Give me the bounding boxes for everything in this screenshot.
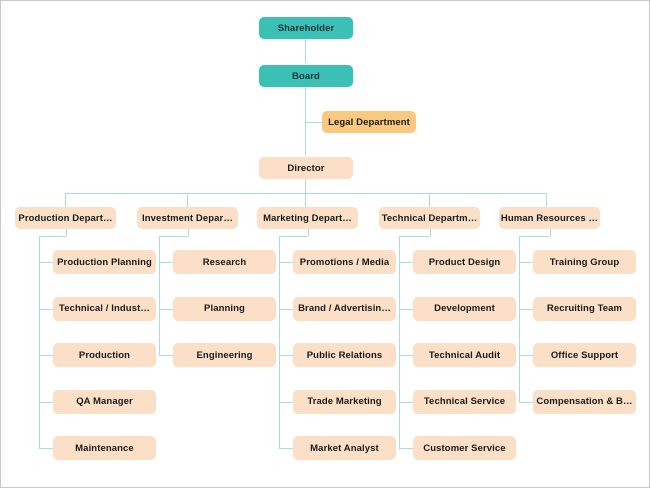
node-shareholder[interactable]: Shareholder (259, 17, 353, 39)
node-human-resources-3[interactable]: Compensation & B… (533, 389, 636, 414)
connector-marketing-stub-4 (279, 448, 293, 449)
connector-shareholder-board (305, 39, 306, 63)
node-technical-1[interactable]: Development (413, 296, 516, 321)
connector-technical-stub-4 (399, 448, 413, 449)
node-investment-1[interactable]: Planning (173, 296, 276, 321)
connector-investment-drop (187, 229, 189, 236)
connector-production-stub-4 (39, 448, 53, 449)
node-board[interactable]: Board (259, 65, 353, 87)
node-investment-0[interactable]: Research (173, 250, 276, 274)
connector-human-resources-stub-2 (519, 355, 533, 356)
connector-bus-to-technical (429, 193, 430, 207)
connector-technical-stub-2 (399, 355, 413, 356)
node-production-2[interactable]: Production (53, 343, 156, 367)
node-technical-0[interactable]: Product Design (413, 250, 516, 274)
connector-investment-stub-2 (159, 355, 173, 356)
connector-technical-spine (399, 236, 400, 448)
connector-production-stub-0 (39, 262, 53, 263)
node-investment-2[interactable]: Engineering (173, 343, 276, 367)
department-header-technical[interactable]: Technical Departm… (379, 207, 480, 229)
connector-investment-elbow (159, 236, 188, 237)
connector-investment-stub-0 (159, 262, 173, 263)
connector-bus-to-production (65, 193, 66, 207)
connector-bus-to-human-resources (546, 193, 547, 207)
connector-production-drop (65, 229, 67, 236)
connector-investment-spine (159, 236, 160, 355)
connector-marketing-stub-2 (279, 355, 293, 356)
connector-human-resources-elbow (519, 236, 550, 237)
connector-technical-elbow (399, 236, 430, 237)
connector-marketing-stub-1 (279, 308, 293, 310)
connector-investment-stub-1 (159, 308, 173, 310)
node-production-0[interactable]: Production Planning (53, 250, 156, 274)
node-marketing-0[interactable]: Promotions / Media (293, 250, 396, 274)
department-header-marketing[interactable]: Marketing Depart… (257, 207, 358, 229)
node-production-3[interactable]: QA Manager (53, 389, 156, 414)
node-technical-4[interactable]: Customer Service (413, 436, 516, 460)
node-marketing-2[interactable]: Public Relations (293, 343, 396, 367)
connector-human-resources-stub-3 (519, 401, 533, 403)
connector-technical-stub-3 (399, 401, 413, 403)
connector-human-resources-stub-0 (519, 262, 533, 263)
connector-board-down (305, 87, 306, 155)
connector-marketing-drop (307, 229, 309, 236)
node-marketing-4[interactable]: Market Analyst (293, 436, 396, 460)
node-technical-3[interactable]: Technical Service (413, 389, 516, 414)
connector-marketing-elbow (279, 236, 308, 237)
department-header-investment[interactable]: Investment Depar… (137, 207, 238, 229)
connector-director-down (305, 179, 306, 193)
connector-human-resources-spine (519, 236, 520, 402)
node-marketing-3[interactable]: Trade Marketing (293, 389, 396, 414)
connector-production-spine (39, 236, 40, 448)
node-director[interactable]: Director (259, 157, 353, 179)
node-production-4[interactable]: Maintenance (53, 436, 156, 460)
connector-production-stub-2 (39, 355, 53, 356)
node-human-resources-1[interactable]: Recruiting Team (533, 296, 636, 321)
department-header-human-resources[interactable]: Human Resources … (499, 207, 600, 229)
connector-human-resources-stub-1 (519, 308, 533, 310)
connector-bus-to-marketing (305, 193, 306, 207)
node-marketing-1[interactable]: Brand / Advertisin… (293, 296, 396, 321)
node-technical-2[interactable]: Technical Audit (413, 343, 516, 367)
connector-production-stub-3 (39, 401, 53, 403)
node-production-1[interactable]: Technical / Indust… (53, 296, 156, 321)
connector-board-legal (305, 122, 322, 123)
node-human-resources-2[interactable]: Office Support (533, 343, 636, 367)
connector-technical-drop (429, 229, 431, 236)
node-human-resources-0[interactable]: Training Group (533, 250, 636, 274)
node-legal-department[interactable]: Legal Department (322, 111, 416, 133)
connector-technical-stub-1 (399, 308, 413, 310)
connector-bus-to-investment (187, 193, 188, 207)
connector-production-stub-1 (39, 308, 53, 310)
connector-marketing-stub-0 (279, 262, 293, 263)
connector-marketing-stub-3 (279, 401, 293, 403)
connector-technical-stub-0 (399, 262, 413, 263)
connector-production-elbow (39, 236, 66, 237)
connector-marketing-spine (279, 236, 280, 448)
connector-human-resources-drop (549, 229, 551, 236)
department-header-production[interactable]: Production Depart… (15, 207, 116, 229)
